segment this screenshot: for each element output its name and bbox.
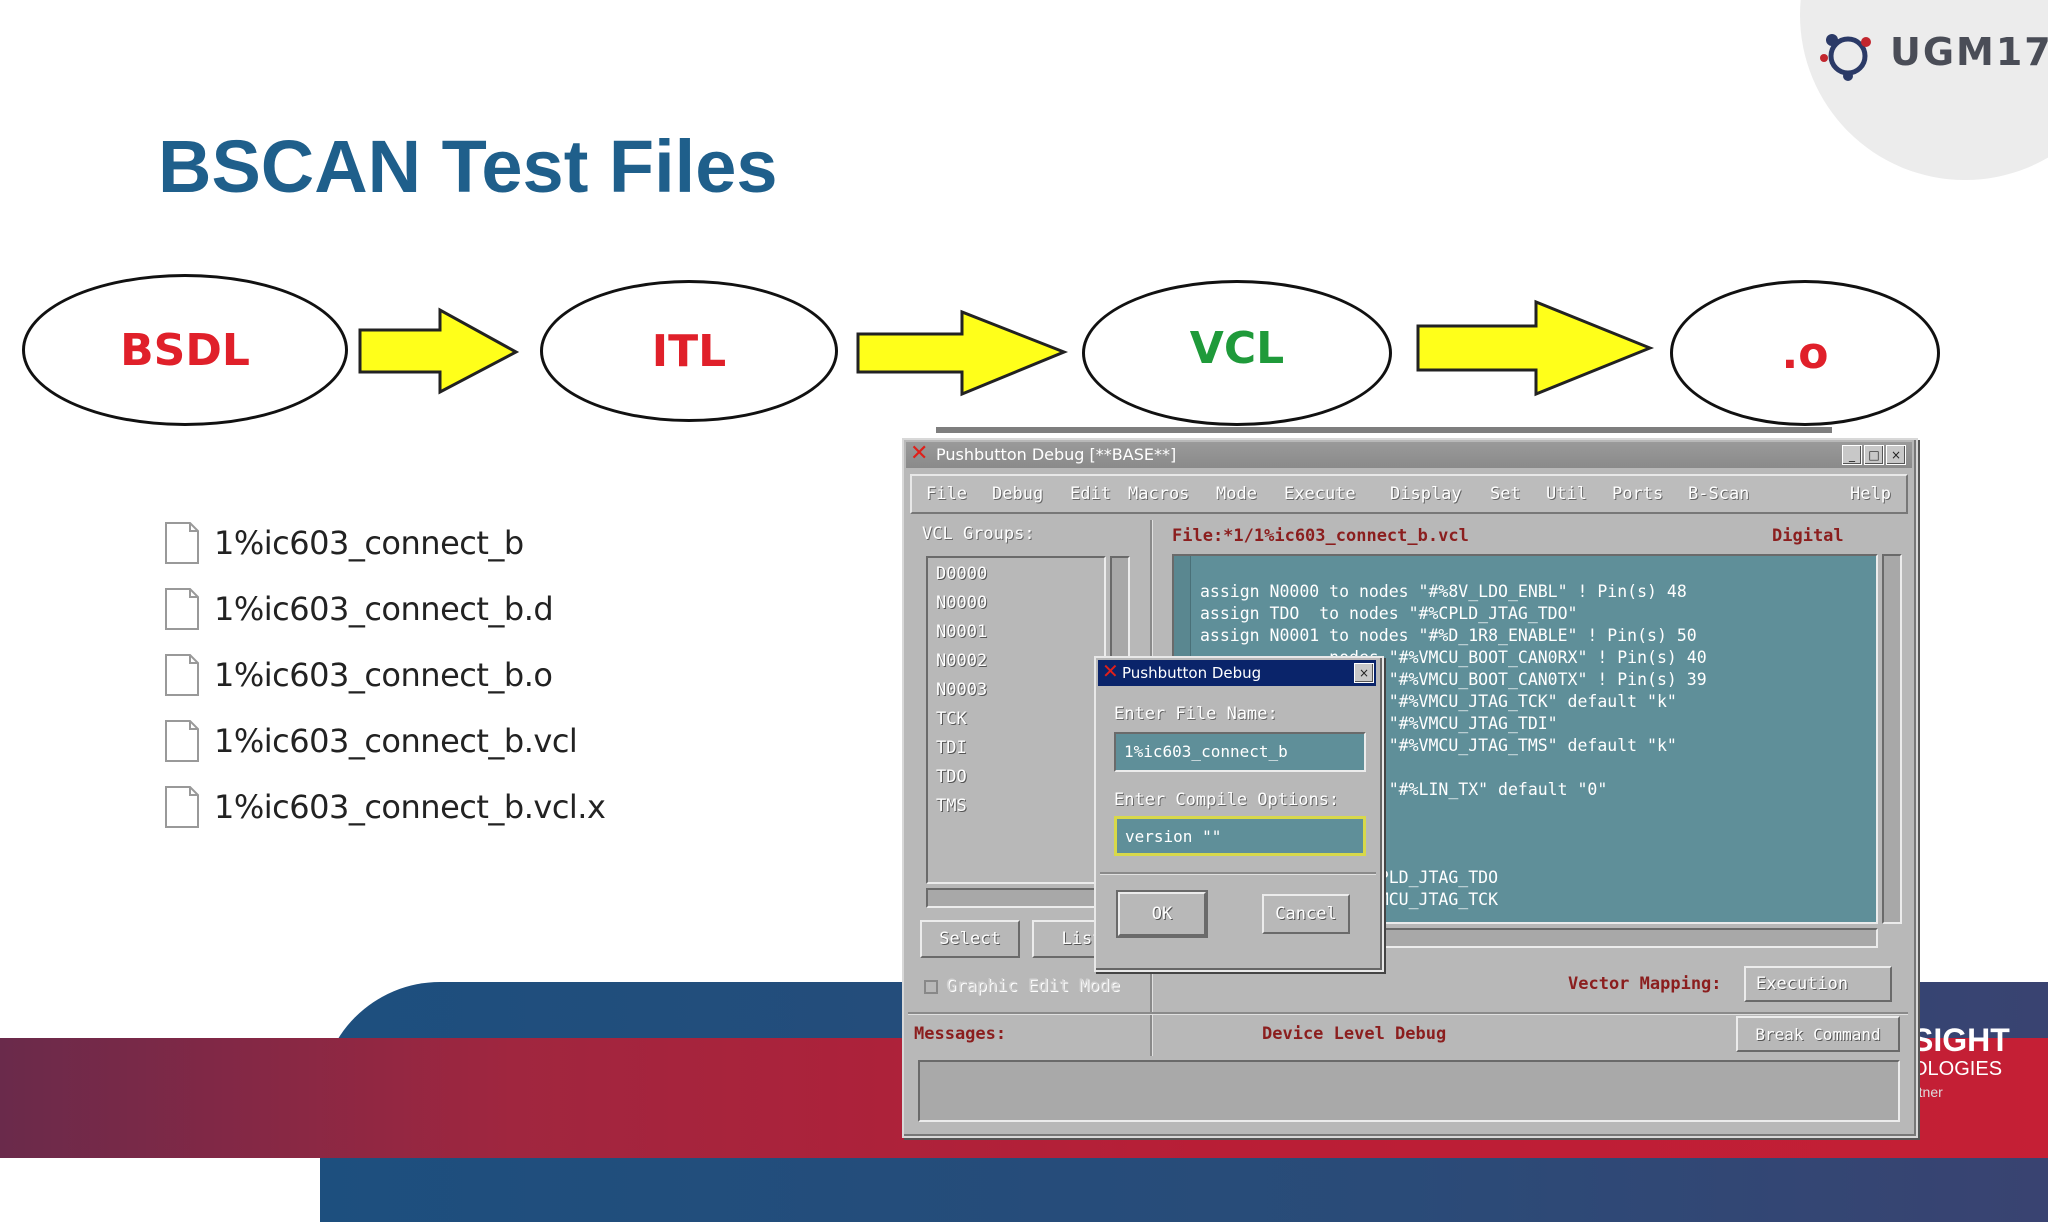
code-line: assign N0001 to nodes "#%D_1R8_ENABLE" !…	[1200, 626, 1697, 645]
slide-title: BSCAN Test Files	[158, 125, 778, 208]
flow-label: BSDL	[120, 324, 250, 376]
app-window: ✕ Pushbutton Debug [**BASE**] _ □ × File…	[902, 438, 1918, 1138]
flow-arrow-icon	[358, 307, 520, 395]
maximize-icon[interactable]: □	[1864, 445, 1884, 465]
vector-mapping-value: Execution	[1756, 974, 1849, 994]
file-path-label: File:*1/1%ic603_connect_b.vcl	[1172, 526, 1469, 546]
menu-help[interactable]: Help	[1850, 484, 1891, 504]
dialog-title: Pushbutton Debug	[1122, 664, 1262, 682]
vcl-groups-label: VCL Groups:	[922, 524, 1035, 544]
file-item[interactable]: 1%ic603_connect_b.vcl.x	[164, 782, 606, 832]
menu-edit[interactable]: Edit	[1070, 484, 1111, 504]
minimize-icon[interactable]: _	[1842, 445, 1862, 465]
mode-label: Digital	[1772, 526, 1844, 546]
ok-button[interactable]: OK	[1118, 892, 1206, 936]
break-command-button[interactable]: Break Command	[1736, 1016, 1900, 1052]
list-item[interactable]: N0003	[936, 680, 988, 700]
logo-text: UGM17	[1890, 30, 2048, 74]
file-name: 1%ic603_connect_b	[214, 524, 524, 562]
menu-bar: File Debug Edit Macros Mode Execute Disp…	[910, 474, 1908, 514]
compile-dialog: ✕ Pushbutton Debug × Enter File Name: 1%…	[1094, 656, 1384, 972]
flow-arrow-icon	[1416, 299, 1655, 397]
list-item[interactable]: TDO	[936, 767, 967, 787]
file-icon	[165, 720, 199, 762]
file-name-label: Enter File Name:	[1114, 704, 1278, 724]
list-item[interactable]: N0001	[936, 622, 988, 642]
file-item[interactable]: 1%ic603_connect_b.vcl	[164, 716, 605, 766]
menu-util[interactable]: Util	[1546, 484, 1587, 504]
vector-mapping-select[interactable]: Execution	[1744, 966, 1892, 1002]
window-titlebar[interactable]: ✕ Pushbutton Debug [**BASE**] _ □ ×	[906, 441, 1912, 468]
flow-oval-bsdl: BSDL	[22, 274, 348, 426]
menu-macros[interactable]: Macros	[1128, 484, 1190, 504]
file-name: 1%ic603_connect_b.d	[214, 590, 554, 628]
background-window-edge	[936, 427, 1832, 433]
brand-text: rtner	[1914, 1084, 1943, 1100]
file-icon	[165, 654, 199, 696]
dialog-titlebar[interactable]: ✕ Pushbutton Debug ×	[1098, 659, 1376, 686]
flow-oval-itl: ITL	[540, 280, 838, 422]
file-list: 1%ic603_connect_b 1%ic603_connect_b.d 1%…	[164, 518, 606, 832]
list-item[interactable]: TDI	[936, 738, 967, 758]
file-icon	[165, 588, 199, 630]
menu-debug[interactable]: Debug	[992, 484, 1044, 504]
app-x-icon: ✕	[1102, 659, 1119, 683]
compile-options-input[interactable]: version ""	[1114, 816, 1366, 856]
graphic-edit-label: Graphic Edit Mode	[946, 976, 1120, 996]
code-line: assign N0000 to nodes "#%8V_LDO_ENBL" ! …	[1200, 582, 1687, 601]
close-icon[interactable]: ×	[1354, 663, 1374, 683]
app-x-icon: ✕	[910, 441, 929, 466]
graphic-edit-checkbox[interactable]	[924, 980, 938, 994]
list-item[interactable]: N0000	[936, 593, 988, 613]
divider	[908, 1012, 1908, 1015]
vector-mapping-label: Vector Mapping:	[1568, 974, 1722, 994]
divider	[1100, 872, 1376, 875]
list-item[interactable]: TCK	[936, 709, 967, 729]
ugm-logo-icon	[1818, 28, 1878, 84]
file-name: 1%ic603_connect_b.o	[214, 656, 553, 694]
list-item[interactable]: D0000	[936, 564, 988, 584]
flow-label: .o	[1781, 327, 1829, 379]
flow-oval-vcl: VCL	[1082, 280, 1392, 426]
cancel-button[interactable]: Cancel	[1262, 894, 1350, 934]
flow-oval-o: .o	[1670, 280, 1940, 426]
menu-file[interactable]: File	[926, 484, 967, 504]
editor-vertical-scrollbar[interactable]	[1882, 554, 1902, 924]
logo-backdrop	[1800, 0, 2048, 180]
messages-area[interactable]	[918, 1060, 1900, 1122]
brand-text: SIGHT	[1912, 1022, 2010, 1058]
brand-text: OLOGIES	[1912, 1058, 2003, 1080]
menu-display[interactable]: Display	[1390, 484, 1462, 504]
flow-label: VCL	[1189, 322, 1285, 374]
list-item[interactable]: TMS	[936, 796, 967, 816]
file-icon	[165, 522, 199, 564]
flow-label: ITL	[651, 325, 727, 377]
file-name: 1%ic603_connect_b.vcl.x	[214, 788, 606, 826]
list-item[interactable]: N0002	[936, 651, 988, 671]
file-item[interactable]: 1%ic603_connect_b.d	[164, 584, 605, 634]
close-icon[interactable]: ×	[1886, 445, 1906, 465]
menu-ports[interactable]: Ports	[1612, 484, 1664, 504]
debug-level-label: Device Level Debug	[1262, 1024, 1447, 1044]
window-title: Pushbutton Debug [**BASE**]	[936, 445, 1177, 464]
file-name-input[interactable]: 1%ic603_connect_b	[1114, 732, 1366, 772]
file-icon	[165, 786, 199, 828]
menu-set[interactable]: Set	[1490, 484, 1521, 504]
menu-execute[interactable]: Execute	[1284, 484, 1356, 504]
file-item[interactable]: 1%ic603_connect_b	[164, 518, 605, 568]
compile-options-label: Enter Compile Options:	[1114, 790, 1340, 810]
code-line: assign TDO to nodes "#%CPLD_JTAG_TDO"	[1200, 604, 1578, 623]
file-item[interactable]: 1%ic603_connect_b.o	[164, 650, 605, 700]
select-button[interactable]: Select	[920, 920, 1020, 958]
messages-label: Messages:	[914, 1024, 1007, 1044]
menu-mode[interactable]: Mode	[1216, 484, 1257, 504]
vcl-groups-list[interactable]: D0000 N0000 N0001 N0002 N0003 TCK TDI TD…	[926, 556, 1106, 884]
flow-arrow-icon	[856, 309, 1069, 397]
file-name: 1%ic603_connect_b.vcl	[214, 722, 578, 760]
menu-bscan[interactable]: B-Scan	[1688, 484, 1750, 504]
